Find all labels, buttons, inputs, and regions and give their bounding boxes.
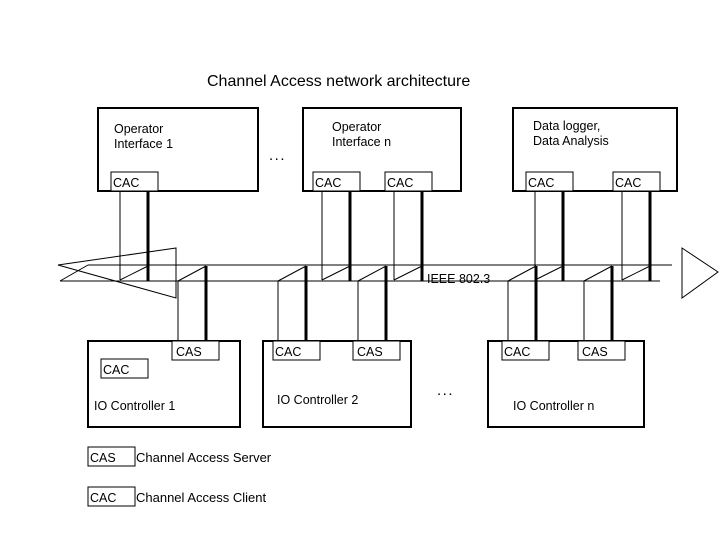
tag-label-cac-1: CAC (528, 176, 554, 190)
tag-box-cac-1 (525, 171, 574, 192)
connector-iocn-cac-to-bus (507, 265, 538, 342)
tag-box-cas (577, 340, 626, 361)
node-label: IO Controller n (513, 399, 594, 413)
legend-item-cas: CAS Channel Access Server (87, 446, 272, 467)
tag-box-cas (171, 340, 220, 361)
ellipsis-bottom: ... (437, 382, 454, 399)
legend-item-cac: CAC Channel Access Client (87, 486, 266, 507)
tag-label-cac: CAC (113, 176, 139, 190)
tag-label-cac-2: CAC (387, 176, 413, 190)
legend-text-cac: Channel Access Client (136, 490, 266, 505)
connector-oi1-cac-to-bus (119, 191, 150, 281)
connector-oin-cac2-to-bus (393, 191, 424, 281)
bus-left-bevel (59, 264, 89, 282)
legend: CAS Channel Access Server CAC Channel Ac… (87, 446, 272, 507)
connector-ioc2-cac-to-bus (277, 265, 308, 342)
tag-box-cac (272, 340, 321, 361)
node-label-line1: Operator (114, 122, 163, 136)
node-label-line1: Data logger, (533, 119, 600, 133)
ellipsis-top: ... (269, 147, 286, 164)
tag-label-cac: CAC (103, 363, 129, 377)
legend-tag-box-cac (87, 486, 136, 507)
tag-label-cac: CAC (275, 345, 301, 359)
tag-label-cas: CAS (176, 345, 202, 359)
tag-label-cac-1: CAC (315, 176, 341, 190)
node-label-line2: Data Analysis (533, 134, 609, 148)
tag-box-cac (501, 340, 550, 361)
node-label-line2: Interface 1 (114, 137, 173, 151)
node-operator-interface-n[interactable]: Operator Interface n CAC CAC (302, 107, 462, 192)
tag-box-cac (110, 171, 159, 192)
arrow-right-icon (681, 247, 719, 299)
connector-dl-cac2-to-bus (621, 191, 652, 281)
bus-label: IEEE 802.3 (427, 272, 490, 286)
network-bus[interactable]: IEEE 802.3 (57, 247, 719, 299)
connector-ioc2-cas-to-bus (357, 265, 388, 342)
legend-text-cas: Channel Access Server (136, 450, 272, 465)
tag-label-cac-2: CAC (615, 176, 641, 190)
connector-dl-cac1-to-bus (534, 191, 565, 281)
node-io-controller-n[interactable]: CAC CAS IO Controller n (487, 340, 645, 428)
tag-box-cac (100, 358, 149, 379)
node-io-controller-1[interactable]: CAS CAC IO Controller 1 (87, 340, 241, 428)
tag-box-cac-1 (312, 171, 361, 192)
tag-label-cas: CAS (582, 345, 608, 359)
node-label-line2: Interface n (332, 135, 391, 149)
legend-tag-box-cas (87, 446, 136, 467)
node-io-controller-2[interactable]: CAC CAS IO Controller 2 (262, 340, 412, 428)
tag-box-cac-2 (612, 171, 661, 192)
tag-label-cas: CAS (357, 345, 383, 359)
connector-oin-cac1-to-bus (321, 191, 352, 281)
node-label-line1: Operator (332, 120, 381, 134)
node-operator-interface-1[interactable]: Operator Interface 1 CAC (97, 107, 259, 192)
connector-ioc1-cas-to-bus (177, 265, 208, 342)
connector-iocn-cas-to-bus (583, 265, 614, 342)
page-title: Channel Access network architecture (207, 73, 470, 90)
tag-box-cac-2 (384, 171, 433, 192)
node-label: IO Controller 1 (94, 399, 175, 413)
node-data-logger-analysis[interactable]: Data logger, Data Analysis CAC CAC (512, 107, 678, 192)
legend-tag-label-cac: CAC (90, 491, 116, 505)
tag-box-cas (352, 340, 401, 361)
arrow-left-icon (57, 247, 177, 299)
node-label: IO Controller 2 (277, 393, 358, 407)
legend-tag-label-cas: CAS (90, 451, 116, 465)
tag-label-cac: CAC (504, 345, 530, 359)
